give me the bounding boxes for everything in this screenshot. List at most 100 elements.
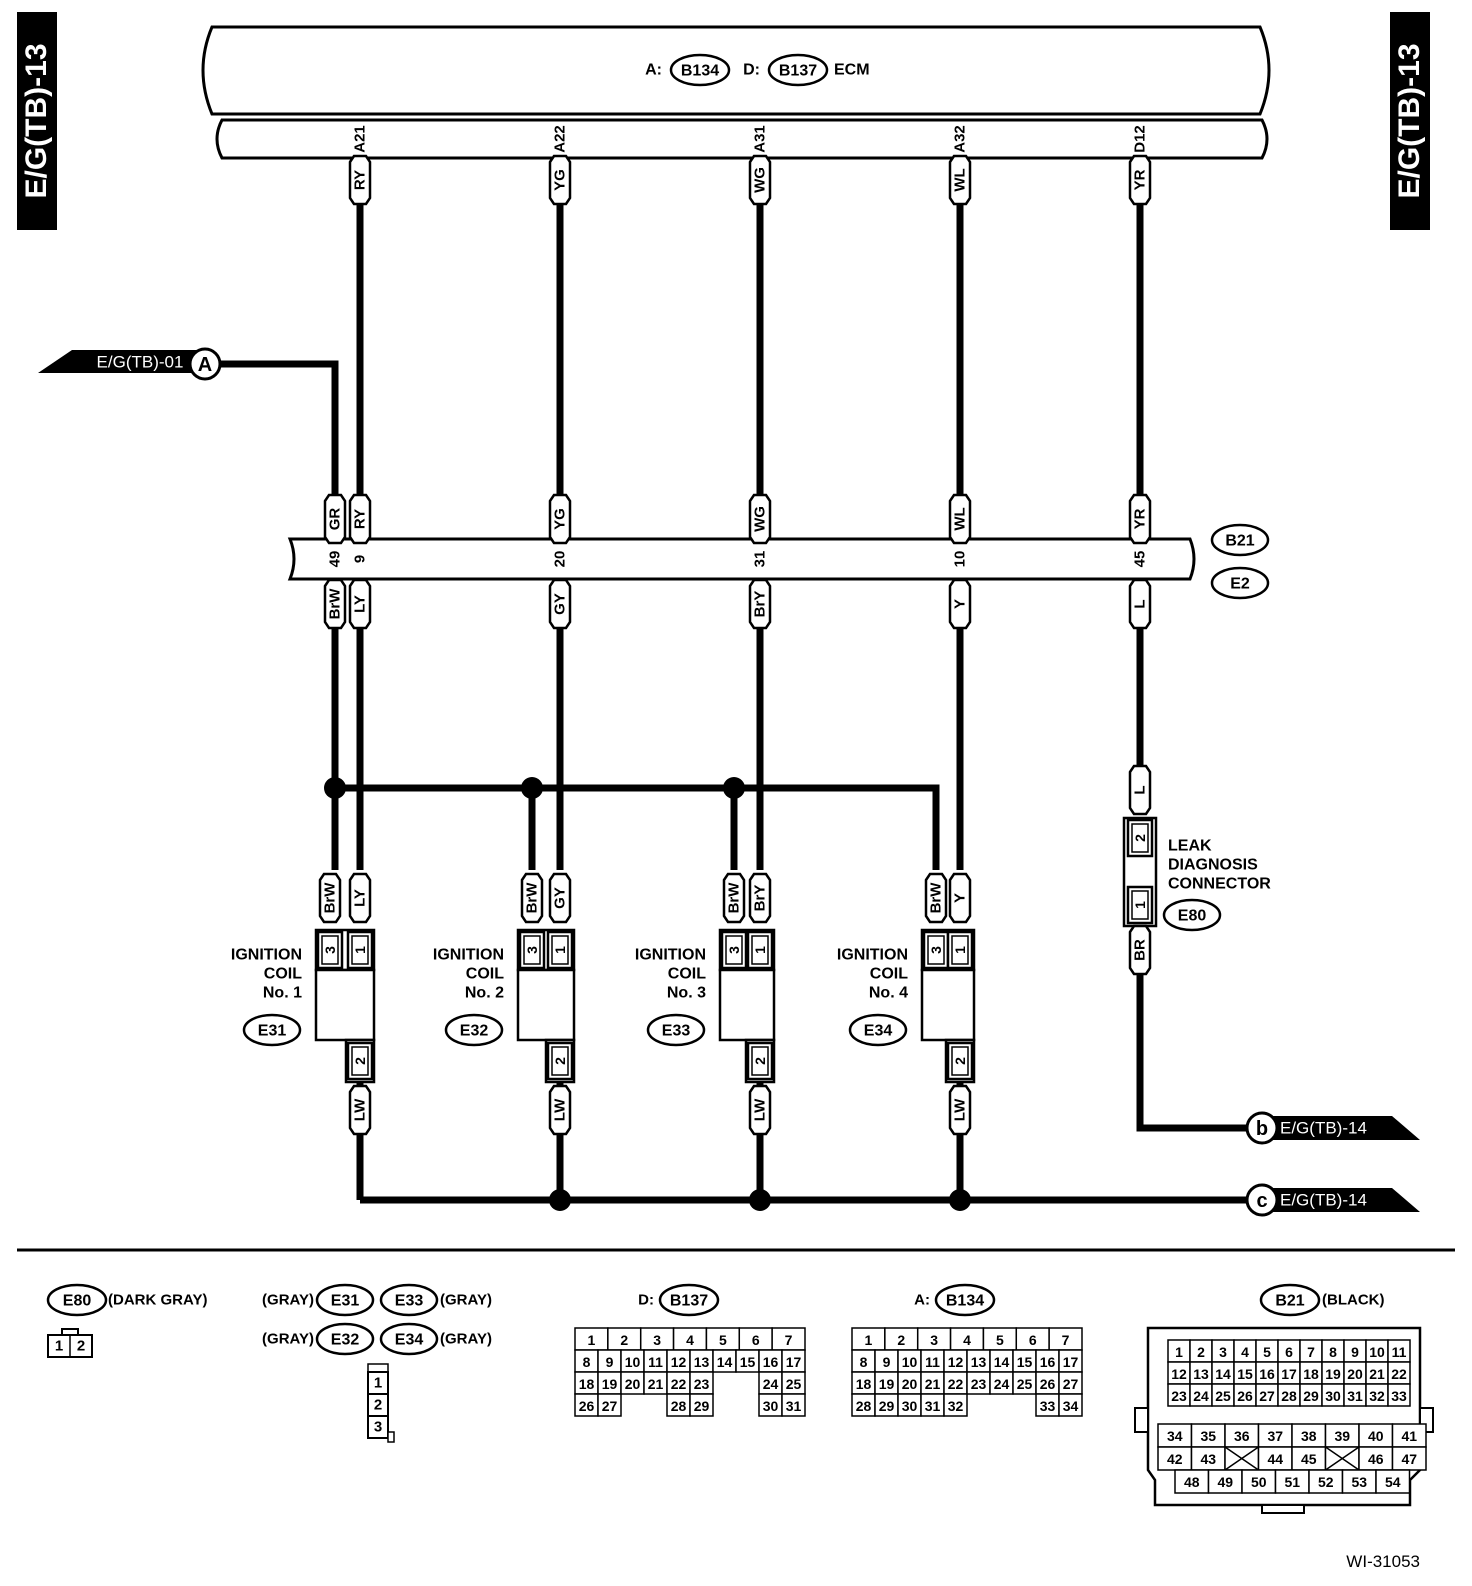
legend-b134-cell-32 <box>943 1393 968 1417</box>
output-b-letter: b <box>1245 1111 1279 1145</box>
legend-b137-pin-28: 28 <box>671 1398 687 1414</box>
coil-E33-tag-2: LW <box>748 1084 772 1136</box>
legend-b134-pin-24: 24 <box>994 1376 1010 1392</box>
legend-b134-pin-19: 19 <box>879 1376 895 1392</box>
legend-coil-latch <box>387 1431 395 1443</box>
legend-b134-badge-text: B134 <box>946 1293 984 1310</box>
ecm-wire-tag-A21: RY <box>348 154 372 206</box>
legend-b137-pin-21: 21 <box>648 1376 664 1392</box>
legend-b21-upper-pin-24: 24 <box>1193 1388 1209 1404</box>
joint-upper-tag-31-text: WG <box>752 506 769 532</box>
legend-b21-blank-1-5-x <box>1325 1446 1360 1471</box>
legend-e80-badge-oval <box>46 1283 108 1317</box>
splice-brw-2 <box>521 777 543 799</box>
legend-b137-pin-7: 7 <box>785 1332 793 1348</box>
ecm-pin-A31: A31 <box>752 125 769 153</box>
legend-b21-upper-pin-23: 23 <box>1171 1388 1187 1404</box>
joint-lower-tag-9-outline <box>348 578 372 630</box>
joint-pin-31: 31 <box>752 551 769 568</box>
coil-E31-tag-3-text: BrW <box>322 882 339 914</box>
coil-E33-label-2: COIL <box>668 966 706 983</box>
legend-b137-pin-31: 31 <box>786 1398 802 1414</box>
legend-b21-lower-pin-36: 36 <box>1234 1428 1250 1444</box>
leak-pin-bottom-inner <box>1131 890 1149 920</box>
coil-E31-body <box>314 968 376 1042</box>
coil-E33-badge-oval <box>646 1013 706 1047</box>
coil-E31-pin-3-inner <box>321 935 339 965</box>
legend-b137-pin-23: 23 <box>694 1376 710 1392</box>
output-b-arrow <box>1262 1116 1420 1140</box>
legend-b21-upper-pin-5: 5 <box>1263 1344 1271 1360</box>
joint-pin-10: 10 <box>952 551 969 568</box>
joint-lower-tag-20-outline <box>548 578 572 630</box>
coil-E33-badge-text: E33 <box>662 1023 691 1040</box>
legend-coil-E34-badge-oval <box>379 1322 439 1356</box>
legend-b21-upper-pin-21: 21 <box>1369 1366 1385 1382</box>
legend-b137-pin-9: 9 <box>606 1354 614 1370</box>
legend-b21-upper-pin-32: 32 <box>1369 1388 1385 1404</box>
joint-upper-tag-20-text: YG <box>552 508 569 530</box>
coil-E34-pin-3: 3 <box>922 930 950 970</box>
ecm-body <box>201 25 1271 116</box>
figure-id: WI-31053 <box>1346 1552 1420 1571</box>
leak-badge: E80 <box>1162 898 1222 932</box>
legend-b21-upper-pin-20: 20 <box>1347 1366 1363 1382</box>
coil-E34-tag-1-text: Y <box>952 893 969 903</box>
legend-b21-upper-pin-11: 11 <box>1392 1344 1407 1360</box>
output-c-letter: c <box>1245 1183 1279 1217</box>
legend-b137-badge: B137 <box>658 1283 720 1317</box>
legend-b21-upper-pin-26: 26 <box>1237 1388 1253 1404</box>
legend-b21-upper-pin-14: 14 <box>1215 1366 1231 1382</box>
coil-E32-body <box>516 968 576 1042</box>
legend-b134-pin-33: 33 <box>1040 1398 1056 1414</box>
legend-b134-pin-31: 31 <box>925 1398 941 1414</box>
legend-e80-badge-text: E80 <box>63 1293 92 1310</box>
ecm-wire-tag-A32-outline <box>948 154 972 206</box>
legend-b21-upper-pin-12: 12 <box>1171 1366 1187 1382</box>
joint-upper-id: B21 <box>1210 523 1270 557</box>
leak-label-3: CONNECTOR <box>1168 876 1271 893</box>
splice-lw-3 <box>949 1189 971 1211</box>
ecm-pin-D12: D12 <box>1132 125 1149 153</box>
coil-E34-tag-3-text: BrW <box>928 882 945 914</box>
legend-coil-E32-badge-oval <box>315 1322 375 1356</box>
coil-E31-pin-1: 1 <box>346 930 374 970</box>
coil-E33-body <box>718 968 776 1042</box>
coil-E32-tag-3-outline <box>520 872 544 924</box>
legend-b21-latch-left <box>1134 1407 1149 1433</box>
legend-b21-upper-pin-27: 27 <box>1259 1388 1275 1404</box>
joint-upper-tag-49: GR <box>323 493 347 545</box>
coil-E32-tag-2: LW <box>548 1084 572 1136</box>
legend-b21-lower-pin-46: 46 <box>1368 1451 1384 1467</box>
legend-coil-E33-badge-oval <box>379 1283 439 1317</box>
page-tab-right: E/G(TB)-13 <box>1390 12 1430 230</box>
legend-coil-E31-badge-oval <box>315 1283 375 1317</box>
joint-upper-tag-20-outline <box>548 493 572 545</box>
joint-pin-49: 49 <box>327 551 344 568</box>
leak-tag-out: BR <box>1128 924 1152 976</box>
leak-tag-in-text: L <box>1132 785 1149 794</box>
coil-E33-badge: E33 <box>646 1013 706 1047</box>
legend-b137-pin-4: 4 <box>686 1332 694 1348</box>
legend-b21-upper-cell-33 <box>1387 1383 1411 1407</box>
legend-b134-pin-14: 14 <box>994 1354 1010 1370</box>
coil-E32-tag-3: BrW <box>520 872 544 924</box>
coil-E33-tag-3-text: BrW <box>726 882 743 914</box>
legend-b134-pin-18: 18 <box>856 1376 872 1392</box>
legend-b134-pin-15: 15 <box>1017 1354 1033 1370</box>
legend-b134-prefix: A: <box>914 1292 930 1309</box>
legend-b21-lower-pin-42: 42 <box>1167 1451 1183 1467</box>
coil-E31-label-1: IGNITION <box>231 947 302 964</box>
coil-E32-pin-1: 1 <box>546 930 574 970</box>
legend-b21-badge-text: B21 <box>1275 1293 1304 1310</box>
ecm-wire-tag-D12-outline <box>1128 154 1152 206</box>
legend-b137-pin-17: 17 <box>786 1354 802 1370</box>
joint-lower-tag-20: GY <box>548 578 572 630</box>
wire-brw-bus <box>335 784 940 870</box>
ecm-label: ECM <box>834 62 870 79</box>
legend-b21-color: (BLACK) <box>1322 1292 1384 1309</box>
leak-label-2: DIAGNOSIS <box>1168 857 1258 874</box>
coil-E34-label-2: COIL <box>870 966 908 983</box>
coil-E33-tag-3-outline <box>722 872 746 924</box>
legend-b21-upper-pin-15: 15 <box>1237 1366 1253 1382</box>
